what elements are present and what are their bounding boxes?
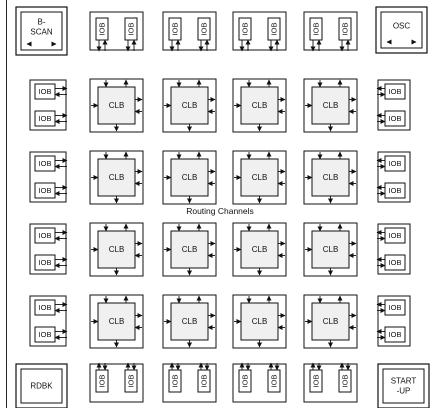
left-iob-r1-iob-2-block (34, 110, 56, 127)
right-iob-r2-iob-1-label: IOB (389, 159, 402, 168)
routing-channels-label: Routing Channels (186, 206, 254, 216)
left-iob-r4-iob-1-block (34, 299, 56, 316)
left-iob-r2-iob-1-block (34, 155, 56, 172)
left-iob-r1-iob-1-block (34, 83, 56, 100)
bottom-iob-c2-iob-1-label: IOB (171, 375, 180, 388)
clb-r1c2-label: CLB (182, 101, 198, 110)
left-iob-r2-iob-2-label: IOB (39, 186, 52, 195)
clb-r4c2-block (170, 302, 209, 341)
clb-r3c3-block (240, 230, 279, 269)
corner-startup-label-1: START (391, 377, 417, 386)
clb-r2c4-block (311, 158, 350, 197)
clb-r1c1-label: CLB (109, 101, 125, 110)
right-iob-r3-iob-2-block (384, 254, 406, 271)
bottom-iob-c3-iob-2-label: IOB (270, 375, 279, 388)
bottom-iob-c2-iob-1-block (168, 369, 182, 393)
top-iob-c3-iob-1-label: IOB (241, 23, 250, 36)
bottom-iob-c1-iob-1-block (95, 369, 109, 393)
top-iob-c1-iob-1-label: IOB (98, 23, 107, 36)
top-iob-c4-iob-1-label: IOB (312, 23, 321, 36)
right-iob-r2-iob-2-label: IOB (389, 186, 402, 195)
clb-r3c4-label: CLB (323, 245, 339, 254)
corner-startup-label-2: -UP (397, 387, 411, 396)
left-iob-r2-iob-1-label: IOB (39, 159, 52, 168)
bottom-iob-c2-iob-2-label: IOB (200, 375, 209, 388)
top-iob-c2-iob-2-block (197, 17, 211, 41)
bottom-iob-c3-iob-2-block (267, 369, 281, 393)
clb-r4c3-label: CLB (252, 317, 268, 326)
bottom-iob-c4-iob-1-block (309, 369, 323, 393)
right-iob-r2-iob-1-block (384, 155, 406, 172)
top-iob-c4-iob-2-block (338, 17, 352, 41)
clb-r4c1-label: CLB (109, 317, 125, 326)
top-iob-c1-iob-1-block (95, 17, 109, 41)
clb-r2c4-label: CLB (323, 173, 339, 182)
clb-r2c1-label: CLB (109, 173, 125, 182)
left-iob-r3-iob-1-block (34, 227, 56, 244)
right-iob-r4-iob-1-block (384, 299, 406, 316)
bottom-iob-c4-iob-1-label: IOB (312, 375, 321, 388)
right-iob-r1-iob-2-block (384, 110, 406, 127)
right-iob-r1-iob-2-label: IOB (389, 114, 402, 123)
right-iob-r1-iob-1-label: IOB (389, 87, 402, 96)
right-iob-r1-iob-1-block (384, 83, 406, 100)
bottom-iob-c3-iob-1-block (238, 369, 252, 393)
bottom-iob-c2-iob-2-block (197, 369, 211, 393)
top-iob-c3-iob-2-label: IOB (270, 23, 279, 36)
corner-rdbk-label-1: RDBK (30, 382, 53, 391)
clb-r2c3-label: CLB (252, 173, 268, 182)
right-iob-r2-iob-2-block (384, 182, 406, 199)
clb-r2c2-block (170, 158, 209, 197)
corner-osc-label-1: OSC (393, 22, 411, 31)
left-iob-r4-iob-2-block (34, 326, 56, 343)
top-iob-c1-iob-2-block (124, 17, 138, 41)
top-iob-c2-iob-1-block (168, 17, 182, 41)
clb-r2c3-block (240, 158, 279, 197)
clb-r4c4-label: CLB (323, 317, 339, 326)
top-iob-c2-iob-2-label: IOB (200, 23, 209, 36)
clb-r1c3-label: CLB (252, 101, 268, 110)
left-iob-r4-iob-2-label: IOB (39, 330, 52, 339)
corner-startup-block (382, 368, 425, 404)
bottom-iob-c4-iob-2-label: IOB (341, 375, 350, 388)
clb-r1c4-label: CLB (323, 101, 339, 110)
left-iob-r3-iob-2-label: IOB (39, 258, 52, 267)
left-iob-r2-iob-2-block (34, 182, 56, 199)
corner-bscan-label-1: B- (38, 18, 46, 27)
bottom-iob-c3-iob-1-label: IOB (241, 375, 250, 388)
top-iob-c3-iob-1-block (238, 17, 252, 41)
bottom-iob-c1-iob-2-block (124, 369, 138, 393)
right-iob-r4-iob-2-block (384, 326, 406, 343)
top-iob-c4-iob-1-block (309, 17, 323, 41)
left-iob-r3-iob-2-block (34, 254, 56, 271)
top-iob-c2-iob-1-label: IOB (171, 23, 180, 36)
bottom-iob-c1-iob-2-label: IOB (127, 375, 136, 388)
clb-r2c2-label: CLB (182, 173, 198, 182)
clb-r3c1-label: CLB (109, 245, 125, 254)
right-iob-r4-iob-2-label: IOB (389, 330, 402, 339)
clb-r1c1-block (97, 86, 136, 125)
clb-r4c2-label: CLB (182, 317, 198, 326)
top-iob-c3-iob-2-block (267, 17, 281, 41)
left-iob-r4-iob-1-label: IOB (39, 303, 52, 312)
right-iob-r4-iob-1-label: IOB (389, 303, 402, 312)
corner-bscan-label-2: SCAN (30, 28, 52, 37)
left-iob-r3-iob-1-label: IOB (39, 231, 52, 240)
bottom-iob-c1-iob-1-label: IOB (98, 375, 107, 388)
right-iob-r3-iob-1-block (384, 227, 406, 244)
left-iob-r1-iob-1-label: IOB (39, 87, 52, 96)
top-iob-c4-iob-2-label: IOB (341, 23, 350, 36)
clb-r3c2-label: CLB (182, 245, 198, 254)
right-iob-r3-iob-2-label: IOB (389, 258, 402, 267)
clb-r3c3-label: CLB (252, 245, 268, 254)
left-iob-r1-iob-2-label: IOB (39, 114, 52, 123)
corner-rdbk-block (20, 368, 63, 404)
top-iob-c1-iob-2-label: IOB (127, 23, 136, 36)
bottom-iob-c4-iob-2-block (338, 369, 352, 393)
right-iob-r3-iob-1-label: IOB (389, 231, 402, 240)
